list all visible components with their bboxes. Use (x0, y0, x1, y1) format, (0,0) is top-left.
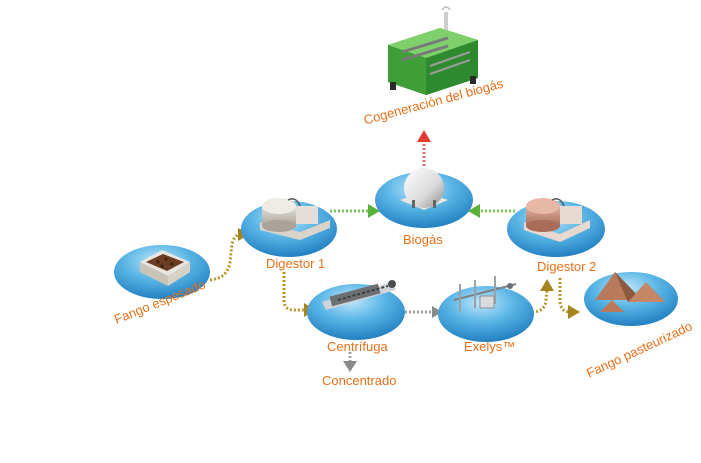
concentrado-label: Concentrado (322, 373, 397, 388)
thermal-hydrolysis-icon (453, 276, 517, 312)
digester-tank-icon (524, 198, 590, 242)
cogeneration-engine-icon (388, 6, 478, 95)
digester-tank-icon (260, 198, 330, 240)
arrow-digestor2-to-biogas (468, 204, 515, 218)
digestor2-label: Digestor 2 (537, 259, 597, 274)
biogas-label: Biogás (403, 232, 443, 247)
sludge-piles-icon (595, 272, 665, 312)
exelys-label: Exelys™ (464, 339, 516, 354)
platform-exelys (438, 286, 534, 342)
arrow-centrifuga-to-exelys (405, 306, 442, 318)
arrow-centrifuga-to-concentrado (343, 352, 357, 372)
arrow-biogas-to-cogeneration (417, 130, 431, 170)
arrow-digestor2-to-fango-pasteurizado (558, 278, 580, 319)
sludge-container-icon (140, 250, 190, 286)
centrifuge-icon (322, 280, 396, 310)
gas-sphere-icon (400, 168, 448, 210)
centrifuga-label: Centrífuga (327, 339, 388, 354)
digestor1-label: Digestor 1 (266, 256, 326, 271)
arrow-exelys-to-digestor2 (531, 279, 554, 314)
arrow-digestor1-to-biogas (330, 204, 380, 218)
